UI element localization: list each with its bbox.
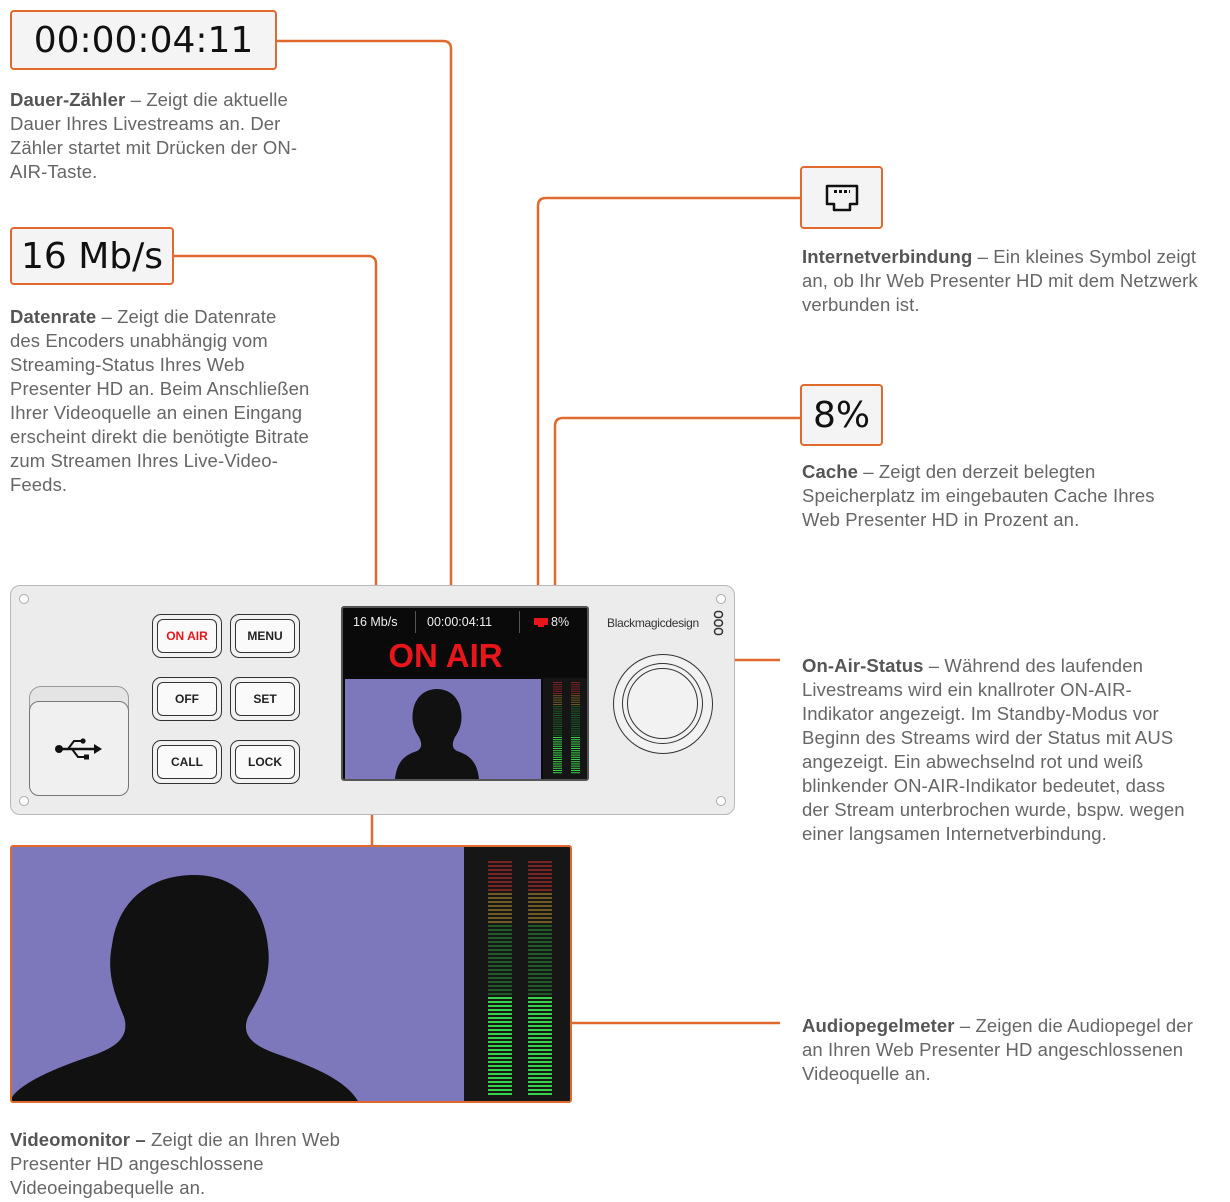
- off-button[interactable]: OFF: [152, 677, 222, 721]
- set-button[interactable]: SET: [230, 677, 300, 721]
- duration-text: – Zeigt die aktuelle Dauer Ihres Livestr…: [10, 89, 298, 182]
- video-text: Zeigt die an Ihren Web Presenter HD ange…: [10, 1129, 340, 1198]
- cache-value: 8%: [812, 394, 871, 436]
- internet-title: Internetverbindung: [802, 246, 973, 267]
- datarate-callout-box: 16 Mb/s: [10, 227, 174, 285]
- onair-description: On-Air-Status – Während des laufenden Li…: [802, 654, 1192, 846]
- brand-logo: Blackmagicdesign: [607, 610, 724, 636]
- screw-top-right: [716, 594, 726, 604]
- person-silhouette: [395, 689, 479, 779]
- control-knob[interactable]: [613, 654, 713, 754]
- duration-description: Dauer-Zähler – Zeigt die aktuelle Dauer …: [10, 88, 330, 184]
- cache-title: Cache: [802, 461, 859, 482]
- lcd-status-bar: 16 Mb/s 00:00:04:11 8%: [343, 608, 587, 636]
- datarate-value: 16 Mb/s: [20, 235, 164, 277]
- onair-title: On-Air-Status: [802, 655, 924, 676]
- brand-logo-icon: [713, 610, 724, 636]
- screw-top-left: [19, 594, 29, 604]
- ethernet-icon: [825, 184, 858, 211]
- on-air-button-label: ON AIR: [157, 619, 217, 653]
- call-button[interactable]: CALL: [152, 740, 222, 784]
- audio-meter-bars: [488, 861, 552, 1095]
- internet-callout-box: [800, 166, 883, 229]
- audio-text: – Zeigen die Audiopegel der an Ihren Web…: [802, 1015, 1193, 1084]
- audio-title: Audiopegelmeter: [802, 1015, 955, 1036]
- datarate-description: Datenrate – Zeigt die Datenrate des Enco…: [10, 305, 310, 497]
- duration-title: Dauer-Zähler: [10, 89, 126, 110]
- datarate-text: – Zeigt die Datenrate des Encoders unabh…: [10, 306, 310, 495]
- menu-button-label: MENU: [235, 619, 295, 653]
- device-front-panel: ON AIR MENU OFF SET CALL LOCK 16 Mb/s 00…: [10, 585, 735, 815]
- usb-icon: [55, 737, 102, 759]
- video-description: Videomonitor – Zeigt die an Ihren Web Pr…: [10, 1128, 350, 1200]
- audio-description: Audiopegelmeter – Zeigen die Audiopegel …: [802, 1014, 1212, 1086]
- lcd-audio-meters: [543, 678, 587, 779]
- internet-description: Internetverbindung – Ein kleines Symbol …: [802, 245, 1212, 317]
- lcd-duration: 00:00:04:11: [427, 615, 493, 629]
- lcd-video-preview: [345, 679, 541, 779]
- lcd-cache: 8%: [551, 615, 570, 629]
- usb-port-cover: [29, 686, 129, 796]
- screw-bottom-right: [716, 796, 726, 806]
- set-button-label: SET: [235, 682, 295, 716]
- monitor-person-silhouette: [12, 875, 358, 1101]
- lcd-screen: 16 Mb/s 00:00:04:11 8% ON AIR: [341, 606, 589, 781]
- usb-port[interactable]: [29, 701, 129, 796]
- video-title: Videomonitor –: [10, 1129, 146, 1150]
- internet-text: – Ein kleines Symbol zeigt an, ob Ihr We…: [802, 246, 1198, 315]
- menu-button[interactable]: MENU: [230, 614, 300, 658]
- duration-callout-box: 00:00:04:11: [10, 10, 277, 70]
- audio-meters: [464, 847, 570, 1101]
- brand-name: Blackmagicdesign: [607, 616, 699, 630]
- video-monitor: [10, 845, 572, 1103]
- lcd-on-air-status: ON AIR: [388, 637, 503, 674]
- onair-text: – Während des laufenden Livestreams wird…: [802, 655, 1185, 844]
- screw-bottom-left: [19, 796, 29, 806]
- datarate-title: Datenrate: [10, 306, 97, 327]
- lock-button[interactable]: LOCK: [230, 740, 300, 784]
- cache-description: Cache – Zeigt den derzeit belegten Speic…: [802, 460, 1182, 532]
- cache-text: – Zeigt den derzeit belegten Speicherpla…: [802, 461, 1155, 530]
- off-button-label: OFF: [157, 682, 217, 716]
- duration-value: 00:00:04:11: [33, 19, 254, 61]
- call-button-label: CALL: [157, 745, 217, 779]
- lock-button-label: LOCK: [235, 745, 295, 779]
- cache-callout-box: 8%: [800, 384, 883, 446]
- lcd-datarate: 16 Mb/s: [353, 615, 398, 629]
- on-air-button[interactable]: ON AIR: [152, 614, 222, 658]
- lcd-ethernet-icon: [534, 618, 548, 627]
